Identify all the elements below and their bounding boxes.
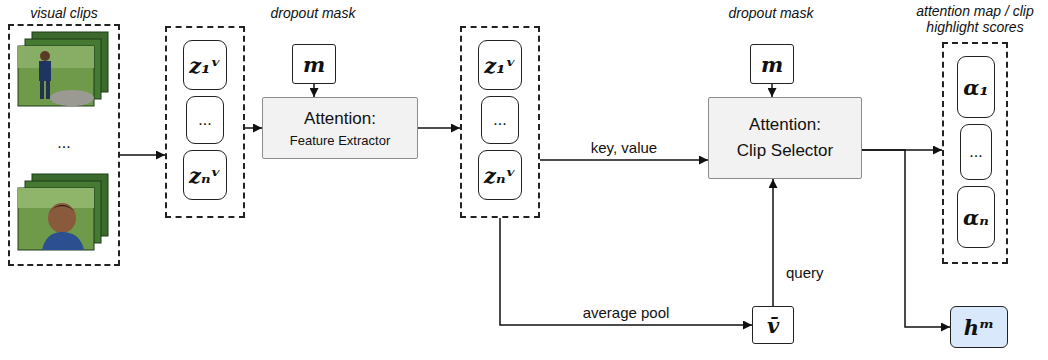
edge-label: query: [783, 264, 827, 281]
connector-arrow: [313, 84, 315, 97]
math-symbol: α₁: [963, 75, 988, 100]
clip-stack-bottom: [18, 174, 108, 250]
clip-embedding: z₁ᵛ: [183, 40, 227, 90]
clip-embedding: zₙᵛ: [478, 150, 522, 200]
highlight-score: αₙ: [957, 186, 995, 248]
node-text: Feature Extractor: [290, 133, 390, 148]
embedding-group: z₁ᵛ... zₙᵛ: [460, 26, 540, 218]
output-embedding: hᵐ: [950, 306, 1008, 348]
person-leg: [40, 81, 44, 99]
clip-group: visual clips...: [8, 24, 120, 266]
person-body: [39, 61, 51, 81]
clip-background: [18, 46, 94, 68]
highlight-score: α₁: [957, 56, 995, 118]
dropout-mask-box: dropout maskm: [292, 44, 336, 84]
node-text: ...: [198, 111, 211, 129]
person-head: [40, 51, 50, 61]
rock: [50, 90, 94, 106]
clip-frame: [18, 188, 94, 250]
math-symbol: zₙᵛ: [484, 163, 516, 188]
ellipsis-box: ...: [186, 96, 224, 144]
math-symbol: z₁ᵛ: [484, 53, 515, 78]
connector-arrow: [862, 150, 950, 327]
math-symbol: v̄: [767, 313, 779, 338]
person-head: [48, 203, 76, 233]
attention-block: Attention: Clip Selector: [708, 97, 862, 179]
edge-label: key, value: [588, 139, 660, 156]
ellipsis-box: ...: [960, 124, 992, 180]
clip-stack-top: [18, 32, 108, 106]
embedding-group: z₁ᵛ... zₙᵛ: [165, 26, 245, 218]
node-text: Attention:: [749, 115, 821, 135]
math-symbol: m: [303, 52, 325, 77]
connector-arrow: [120, 154, 165, 156]
clip-frame: [18, 46, 94, 106]
person-leg: [46, 81, 50, 99]
node-heading: dropout mask: [711, 5, 831, 21]
connector-arrow: [245, 127, 262, 129]
node-text: Clip Selector: [737, 141, 833, 161]
node-heading: dropout mask: [253, 5, 373, 21]
person-hair: [48, 205, 77, 214]
node-text: Attention:: [304, 109, 376, 129]
clip-embedding: zₙᵛ: [183, 150, 227, 200]
edge-label: average pool: [580, 304, 673, 321]
connector-arrow: [772, 179, 774, 306]
math-symbol: hᵐ: [964, 315, 995, 340]
clip-embedding: z₁ᵛ: [478, 40, 522, 90]
connector-arrow: [771, 84, 773, 97]
ellipsis-box: ...: [481, 96, 519, 144]
math-symbol: zₙᵛ: [189, 163, 221, 188]
node-text: ...: [969, 143, 982, 161]
math-symbol: αₙ: [963, 205, 989, 230]
math-symbol: z₁ᵛ: [189, 53, 220, 78]
node-heading: attention map / clip highlight scores: [912, 3, 1038, 35]
attention-map: attention map / clip highlight scoresα₁.…: [942, 42, 1008, 264]
math-symbol: m: [761, 52, 783, 77]
person-shirt: [42, 232, 84, 250]
node-heading: ...: [10, 134, 118, 152]
connector-arrow: [418, 127, 460, 129]
node-text: ...: [493, 111, 506, 129]
connector-arrow: [500, 218, 752, 325]
connector-arrow: [540, 159, 708, 161]
node-heading: visual clips: [10, 5, 118, 21]
pooled-query: v̄: [752, 306, 794, 344]
dropout-mask-box: dropout maskm: [750, 44, 794, 84]
attention-block: Attention: Feature Extractor: [262, 97, 418, 159]
